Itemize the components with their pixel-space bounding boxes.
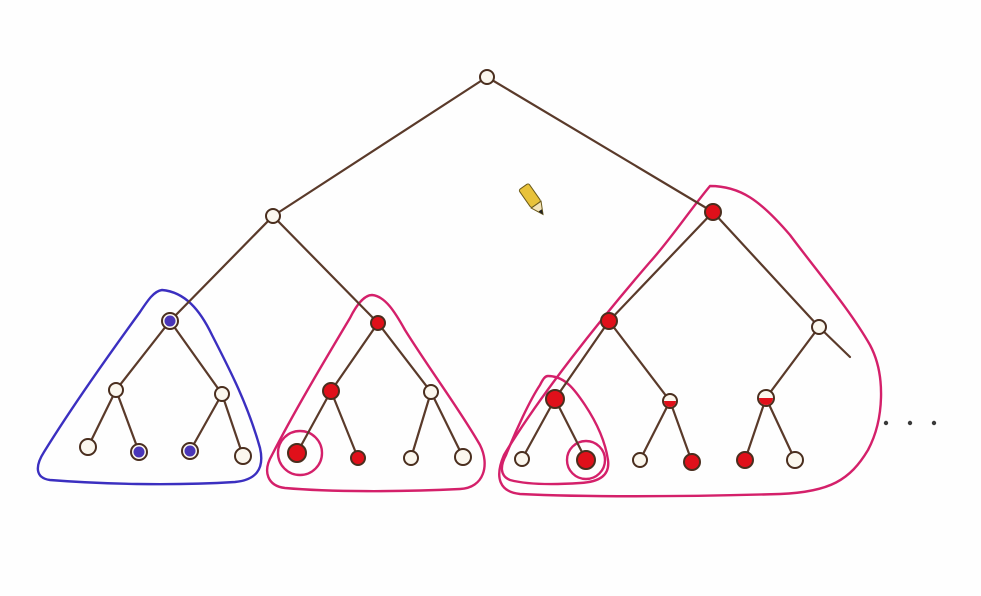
tree-edge — [220, 392, 245, 458]
leaf-highlight-ring — [565, 439, 607, 481]
tree-edge — [168, 319, 224, 396]
node-fill — [184, 445, 196, 457]
tree-edge — [168, 214, 275, 323]
tree-edge — [638, 399, 672, 462]
tree-node — [79, 438, 97, 456]
tree-node — [322, 382, 340, 400]
tree-node — [214, 386, 230, 402]
ellipsis-icon — [883, 420, 937, 426]
tree-node — [161, 312, 179, 330]
tree-edge — [114, 388, 141, 454]
tree-node — [736, 451, 754, 469]
tree-node — [234, 447, 252, 465]
leaf-highlight-ring — [276, 429, 324, 477]
tree-node — [514, 451, 530, 467]
tree-node — [811, 319, 827, 335]
tree-node — [479, 69, 495, 85]
tree-node — [662, 393, 678, 409]
tree-node — [403, 450, 419, 466]
ellipsis-dot — [931, 420, 937, 426]
tree-edge — [429, 390, 465, 459]
subtree-outlines — [36, 184, 883, 498]
tree-edge — [114, 319, 172, 392]
ellipsis-dot — [907, 420, 913, 426]
tree-edge — [188, 392, 224, 453]
tree-node — [576, 450, 596, 470]
tree-edge — [295, 389, 333, 455]
tree-edges — [86, 75, 852, 464]
tree-node — [265, 208, 281, 224]
node-fill — [133, 446, 145, 458]
tree-node — [454, 448, 472, 466]
tree-edge — [743, 396, 768, 462]
pencil-icon — [518, 183, 544, 216]
tree-edge — [764, 325, 821, 400]
tree-edge — [271, 214, 380, 325]
red-subtree-outline-middle — [266, 293, 486, 493]
tree-node — [757, 389, 775, 407]
tree-edge — [764, 396, 797, 462]
tree-edge — [86, 388, 118, 449]
tree-node — [287, 443, 307, 463]
tree-edge — [485, 75, 715, 214]
blue-subtree-outline — [36, 288, 263, 486]
tree-node — [108, 382, 124, 398]
tree-nodes — [79, 69, 827, 471]
red-subtree-outline-large — [498, 184, 883, 498]
tree-edge — [668, 399, 694, 464]
tree-edge — [711, 210, 821, 329]
tree-node — [704, 203, 722, 221]
tree-node — [181, 442, 199, 460]
tree-edge — [409, 390, 433, 460]
tree-node — [786, 451, 804, 469]
node-fill — [164, 315, 176, 327]
tree-node — [545, 389, 565, 409]
tree-edge — [376, 321, 433, 394]
tree-edge — [271, 75, 489, 218]
tree-node — [370, 315, 386, 331]
tree-node — [600, 312, 618, 330]
tree-node — [423, 384, 439, 400]
tree-node — [350, 450, 366, 466]
node-half-fill — [759, 398, 773, 405]
ellipsis-dot — [883, 420, 889, 426]
tree-node — [683, 453, 701, 471]
tree-edge — [607, 319, 672, 403]
red-subtree-outline-inner — [500, 374, 610, 486]
tree-edge — [553, 319, 611, 401]
tree-edge — [553, 397, 588, 462]
tree-edge — [329, 321, 380, 393]
tree-edge — [329, 389, 360, 460]
node-half-fill — [664, 401, 676, 407]
tree-node — [130, 443, 148, 461]
tree-edge — [607, 210, 715, 323]
tree-edge — [520, 397, 557, 461]
tree-node — [632, 452, 648, 468]
